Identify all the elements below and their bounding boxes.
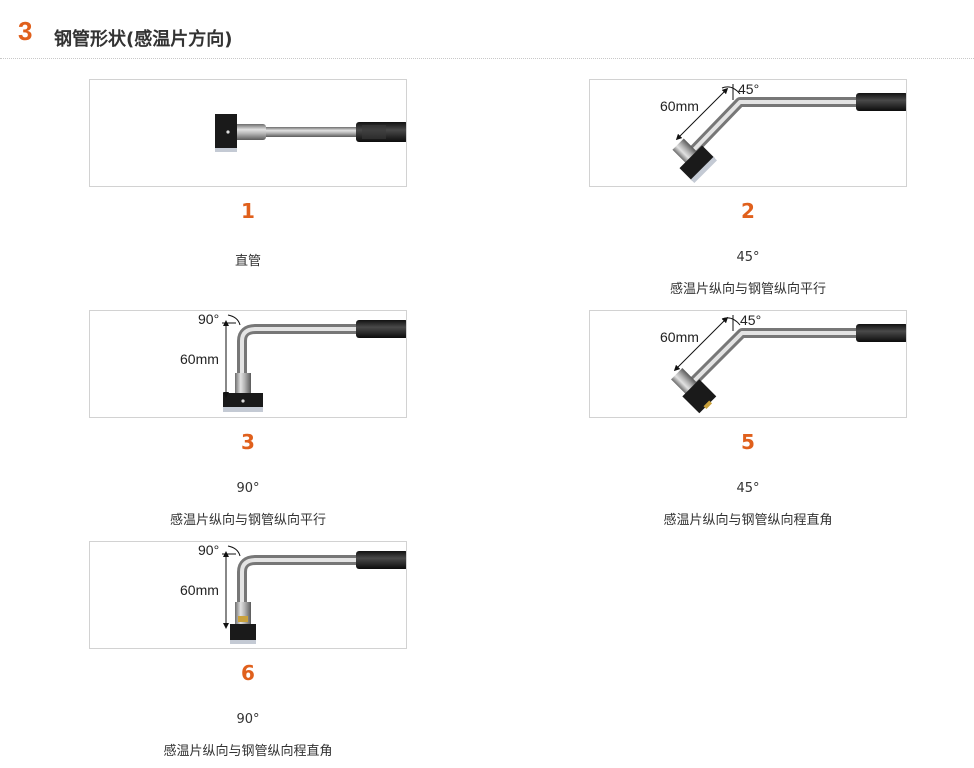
option-description: 感温片纵向与钢管纵向程直角 xyxy=(163,744,333,759)
pipe-image-frame xyxy=(89,79,407,187)
angle-dimension-label: 90° xyxy=(198,311,219,327)
pipe-image-frame: 60mm 90° xyxy=(89,541,407,649)
option-number: 3 xyxy=(241,430,255,454)
bent-45-pipe-illustration: 60mm 45° xyxy=(660,81,906,183)
length-dimension-label: 60mm xyxy=(180,582,219,598)
length-dimension-label: 60mm xyxy=(180,351,219,367)
bent-90-pipe-illustration: 60mm 90° xyxy=(180,311,406,412)
pipe-image-frame: 60mm 45° xyxy=(589,79,907,187)
angle-dimension-label: 45° xyxy=(740,312,761,328)
option-title: 45° xyxy=(736,481,760,496)
option-title: 45° xyxy=(736,250,760,265)
option-title: 直管 xyxy=(234,254,261,269)
pipe-image-frame: 60mm 90° xyxy=(89,310,407,418)
option-description: 感温片纵向与钢管纵向平行 xyxy=(669,282,826,297)
option-title: 90° xyxy=(236,712,260,727)
length-dimension-label: 60mm xyxy=(660,98,699,114)
option-description: 感温片纵向与钢管纵向平行 xyxy=(169,513,326,528)
option-number: 2 xyxy=(741,199,755,223)
header-divider xyxy=(0,58,974,59)
section-title: 钢管形状(感温片方向) xyxy=(54,29,233,50)
angle-dimension-label: 90° xyxy=(198,542,219,558)
bent-45-pipe-illustration: 60mm 45° xyxy=(660,312,906,414)
section-number: 3 xyxy=(18,16,33,46)
bent-90-pipe-illustration: 60mm 90° xyxy=(180,542,406,644)
option-number: 5 xyxy=(741,430,755,454)
option-number: 6 xyxy=(241,661,255,685)
option-title: 90° xyxy=(236,481,260,496)
angle-dimension-label: 45° xyxy=(738,81,759,97)
length-dimension-label: 60mm xyxy=(660,329,699,345)
option-number: 1 xyxy=(241,199,255,223)
pipe-image-frame: 60mm 45° xyxy=(589,310,907,418)
option-description: 感温片纵向与钢管纵向程直角 xyxy=(663,513,833,528)
straight-pipe-illustration xyxy=(215,114,406,152)
section-header: 3 钢管形状(感温片方向) xyxy=(0,0,974,60)
